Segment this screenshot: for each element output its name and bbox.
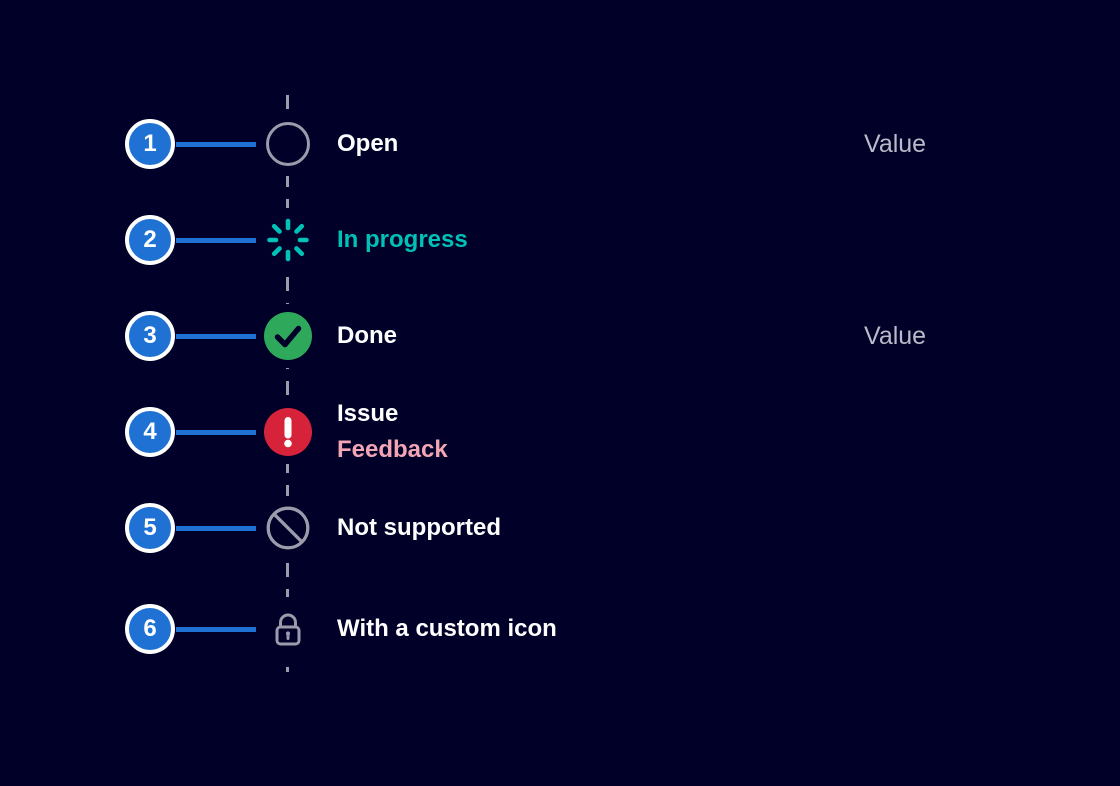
open-circle-icon <box>266 122 310 166</box>
annotation-connector-line <box>176 429 256 435</box>
annotation-connector-line <box>176 626 256 632</box>
step-row-in-progress: 2 In progress <box>0 208 1120 272</box>
step-label-text: With a custom icon <box>337 615 557 642</box>
annotation-marker-1[interactable]: 1 <box>125 119 175 169</box>
step-label-text: Not supported <box>337 514 501 541</box>
step-value: Value <box>864 321 927 350</box>
step-label: With a custom icon <box>337 597 557 661</box>
step-label-text: Issue <box>337 400 399 427</box>
step-label-text: Done <box>337 322 397 349</box>
annotation-connector-line <box>176 141 256 147</box>
step-icon-done[interactable] <box>260 304 316 368</box>
step-icon-custom[interactable] <box>260 597 316 661</box>
annotation-marker-3[interactable]: 3 <box>125 311 175 361</box>
step-label: Open <box>337 112 398 176</box>
alert-circle-icon <box>264 408 312 456</box>
step-icon-open[interactable] <box>260 112 316 176</box>
step-value: Value <box>864 129 927 158</box>
spinner-icon <box>267 218 309 262</box>
step-label: Done <box>337 304 397 368</box>
step-icon-in-progress[interactable] <box>260 208 316 272</box>
step-label: In progress <box>337 208 468 272</box>
timeline-dashed-line <box>286 95 289 672</box>
annotation-connector-line <box>176 237 256 243</box>
step-label-text: Open <box>337 130 399 157</box>
prohibited-icon <box>266 506 310 550</box>
step-icon-issue[interactable] <box>260 400 316 464</box>
step-row-open: 1 Open Value <box>0 112 1120 176</box>
step-row-custom-icon: 6 With a custom icon <box>0 597 1120 661</box>
step-row-not-supported: 5 Not supported <box>0 496 1120 560</box>
step-row-done: 3 Done Value <box>0 304 1120 368</box>
lock-icon <box>275 613 301 646</box>
annotation-marker-6[interactable]: 6 <box>125 604 175 654</box>
annotation-marker-2[interactable]: 2 <box>125 215 175 265</box>
step-label-text: In progress <box>337 226 468 253</box>
check-circle-icon <box>264 312 312 360</box>
step-label: Issue Feedback <box>337 400 448 464</box>
annotation-connector-line <box>176 525 256 531</box>
annotation-connector-line <box>176 333 256 339</box>
step-icon-not-supported[interactable] <box>260 496 316 560</box>
step-label: Not supported <box>337 496 501 560</box>
step-sublabel-feedback: Feedback <box>337 436 448 463</box>
annotation-marker-5[interactable]: 5 <box>125 503 175 553</box>
annotation-marker-4[interactable]: 4 <box>125 407 175 457</box>
step-row-issue: 4 Issue Feedback <box>0 400 1120 464</box>
